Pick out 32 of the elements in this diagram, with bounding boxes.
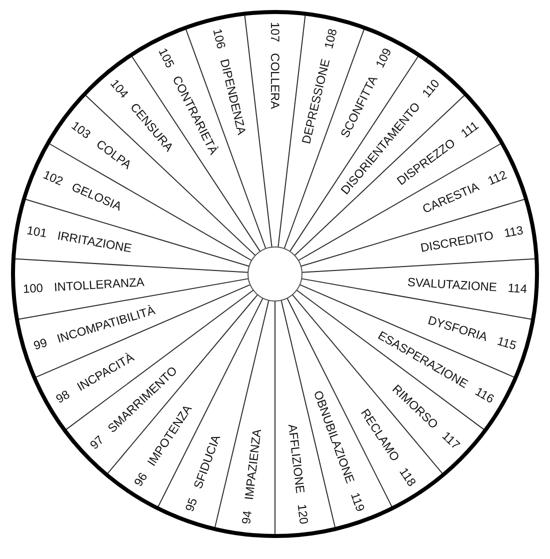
sector-number: 97 [86, 432, 106, 452]
sector-number: 101 [26, 223, 48, 241]
sector-number: 94 [238, 510, 254, 526]
sector-number: 117 [440, 428, 464, 452]
sector-number: 104 [108, 76, 132, 101]
sector-number: 108 [322, 27, 340, 50]
sector-number: 96 [130, 470, 150, 488]
sector-number: 95 [182, 496, 200, 514]
sector-number: 120 [294, 504, 312, 526]
sector-number: 112 [486, 168, 510, 188]
sector-number: 99 [32, 336, 48, 353]
sector-number: 98 [53, 387, 72, 406]
sector-number: 116 [473, 384, 497, 406]
sector-number: 119 [348, 490, 368, 514]
sector-number: 114 [507, 280, 527, 296]
sector-label: INTOLLERANZA [54, 274, 146, 294]
sector-number: 102 [40, 168, 65, 189]
sector-number: 100 [23, 280, 44, 296]
sector-label: COLLERA [268, 53, 282, 110]
sector-number: 103 [68, 118, 94, 142]
sector-number: 115 [496, 334, 518, 353]
sector-number: 105 [156, 46, 178, 70]
sector-label: SVALUTAZIONE [406, 274, 497, 294]
sector-number: 118 [397, 464, 420, 488]
sector-number: 110 [419, 76, 442, 100]
sector-number: 107 [268, 22, 282, 42]
sector-label: IMPAZIENZA [242, 428, 264, 501]
sector-number: 113 [503, 223, 524, 240]
sector-number: 111 [458, 118, 482, 140]
sector-number: 106 [210, 27, 228, 50]
sector-number: 109 [372, 46, 394, 70]
sector-label: AFFLIZIONE [286, 424, 308, 494]
